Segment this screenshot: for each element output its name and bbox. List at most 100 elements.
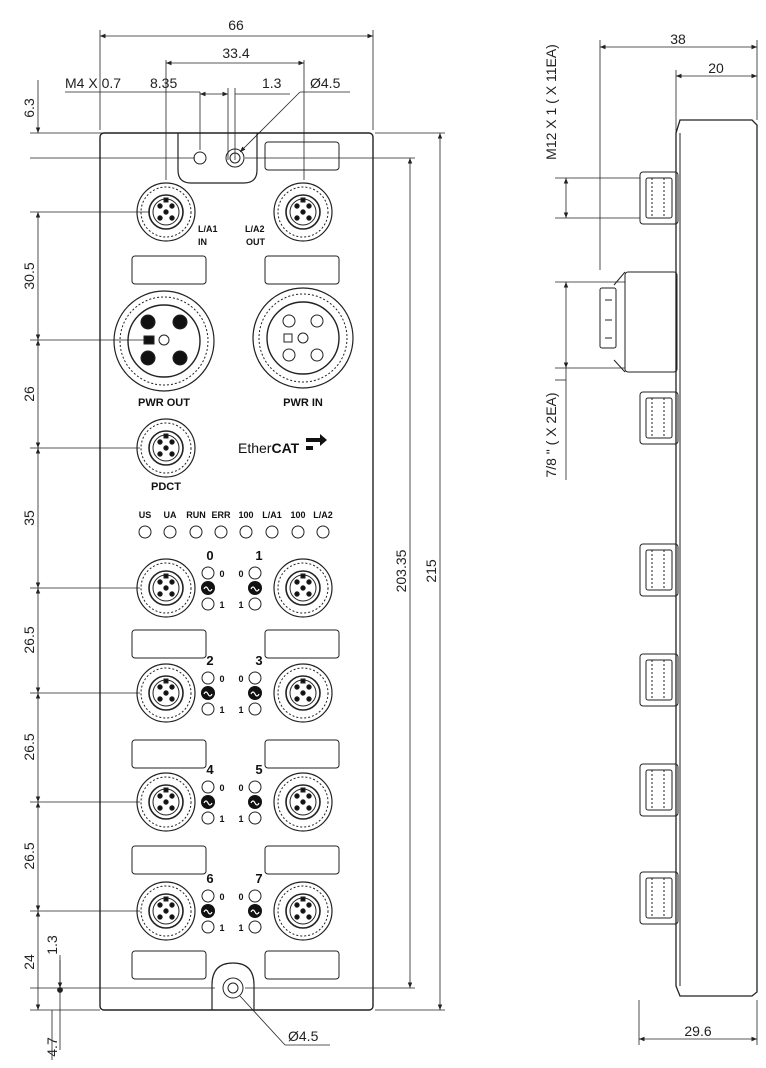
m12-connector bbox=[136, 418, 196, 478]
m12-connector bbox=[136, 881, 196, 941]
io-label-0: 0 bbox=[238, 674, 243, 684]
status-led bbox=[163, 525, 177, 539]
channel-led bbox=[248, 889, 262, 903]
side-m12-connector bbox=[639, 871, 679, 925]
label-plate bbox=[264, 739, 340, 769]
status-led bbox=[291, 525, 305, 539]
channel-led bbox=[248, 671, 262, 685]
io-label-1: 1 bbox=[219, 600, 224, 610]
io-label-1: 1 bbox=[238, 600, 243, 610]
label-in: IN bbox=[198, 237, 207, 247]
bottom-mount-tab bbox=[211, 962, 255, 1010]
label-plate bbox=[131, 255, 207, 285]
label-plate bbox=[264, 629, 340, 659]
label-plate bbox=[264, 845, 340, 875]
m12-connector bbox=[273, 182, 333, 242]
channel-number: 4 bbox=[206, 762, 214, 777]
side-m12-connector bbox=[639, 391, 679, 445]
led-label: L/A2 bbox=[313, 510, 333, 520]
channel-led bbox=[248, 702, 262, 716]
label-l-a1: L/A1 bbox=[198, 224, 218, 234]
side-m12-connector bbox=[639, 653, 679, 707]
led-label: 100 bbox=[238, 510, 253, 520]
dim-bottom-depth: 29.6 bbox=[684, 1023, 711, 1039]
logo-text-ether: Ether bbox=[238, 440, 272, 456]
dim-bottom-gap: 1.3 bbox=[44, 935, 60, 955]
m12-connector bbox=[136, 772, 196, 832]
channel-led bbox=[201, 920, 215, 934]
channel-number: 5 bbox=[255, 762, 262, 777]
front-dimension-texts: 66 33.4 M4 X 0.7 8.35 1.3 Ø4.5 6.3 215 2… bbox=[21, 17, 439, 1057]
label-plate bbox=[264, 141, 340, 171]
front-view bbox=[99, 132, 374, 1011]
led-label: US bbox=[139, 510, 152, 520]
ethercat-logo: EtherCAT bbox=[238, 434, 327, 456]
led-label: ERR bbox=[211, 510, 231, 520]
dim-pitch-7: 24 bbox=[21, 954, 37, 970]
logo-arrow-icon bbox=[306, 434, 327, 446]
channel-led bbox=[248, 597, 262, 611]
dim-hole-offset: 8.35 bbox=[150, 75, 177, 91]
label-plate bbox=[131, 845, 207, 875]
io-label-0: 0 bbox=[219, 569, 224, 579]
label-plate bbox=[264, 255, 340, 285]
dim-depth-body: 20 bbox=[708, 60, 724, 76]
channel-led bbox=[248, 920, 262, 934]
led-label: L/A1 bbox=[262, 510, 282, 520]
channel-number: 6 bbox=[206, 871, 213, 886]
channel-led bbox=[201, 597, 215, 611]
led-label: 100 bbox=[290, 510, 305, 520]
channel-led bbox=[201, 811, 215, 825]
dim-m12-label: M12 X 1 ( X 11EA) bbox=[543, 44, 559, 160]
m12-connector bbox=[136, 182, 196, 242]
label-plate bbox=[131, 950, 207, 980]
power-connectors bbox=[113, 287, 354, 392]
io-label-0: 0 bbox=[219, 674, 224, 684]
status-led bbox=[189, 525, 203, 539]
channel-number: 2 bbox=[206, 653, 213, 668]
io-label-1: 1 bbox=[219, 923, 224, 933]
channel-led bbox=[201, 780, 215, 794]
io-label-1: 1 bbox=[238, 705, 243, 715]
channel-led bbox=[201, 671, 215, 685]
side-dimension-lines bbox=[555, 40, 758, 1045]
dim-hole-distance: 203.35 bbox=[393, 549, 409, 592]
dim-power-label: 7/8 " ( X 2EA) bbox=[543, 392, 559, 477]
dim-pitch-4: 26.5 bbox=[21, 626, 37, 653]
channel-number: 3 bbox=[255, 653, 262, 668]
dim-width-total: 66 bbox=[228, 17, 244, 33]
dim-bottom-margin: 4.7 bbox=[44, 1037, 60, 1057]
label-l-a2: L/A2 bbox=[245, 224, 265, 234]
logo-text-cat: CAT bbox=[271, 440, 299, 456]
status-led bbox=[316, 525, 330, 539]
io-label-1: 1 bbox=[219, 814, 224, 824]
label-plate bbox=[264, 950, 340, 980]
channel-number: 1 bbox=[255, 548, 262, 563]
status-led bbox=[239, 525, 253, 539]
io-label-0: 0 bbox=[219, 783, 224, 793]
channel-led bbox=[201, 702, 215, 716]
io-label-0: 0 bbox=[238, 783, 243, 793]
led-label: UA bbox=[164, 510, 177, 520]
dim-hole-dia-bottom: Ø4.5 bbox=[288, 1028, 319, 1044]
side-m12-connector bbox=[639, 543, 679, 597]
io-label-0: 0 bbox=[238, 892, 243, 902]
side-power-connector bbox=[624, 271, 678, 373]
side-m12-connector bbox=[639, 763, 679, 817]
bottom-hole bbox=[222, 977, 244, 999]
pwr-in-connector bbox=[252, 287, 354, 389]
dim-top-margin: 6.3 bbox=[21, 98, 37, 118]
dim-height-total: 215 bbox=[423, 559, 439, 583]
dim-pitch-1: 30.5 bbox=[21, 262, 37, 289]
io-label-1: 1 bbox=[219, 705, 224, 715]
dim-hole-spacing: 33.4 bbox=[222, 45, 249, 61]
m12-connector bbox=[136, 663, 196, 723]
side-m12-connector bbox=[639, 171, 679, 225]
side-dimension-texts: 38 20 M12 X 1 ( X 11EA) 7/8 " ( X 2EA) 2… bbox=[543, 31, 724, 1039]
top-mount-tab bbox=[177, 133, 258, 184]
channel-led bbox=[248, 811, 262, 825]
dim-hole-dia-top: Ø4.5 bbox=[310, 75, 341, 91]
